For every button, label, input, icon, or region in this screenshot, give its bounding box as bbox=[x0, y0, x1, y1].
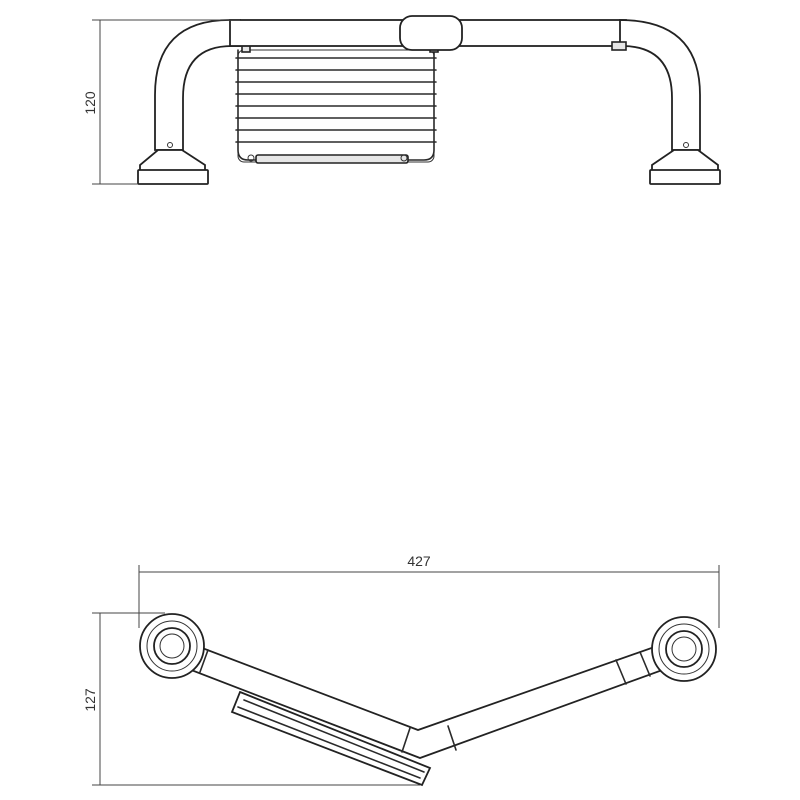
height-dimension-label: 120 bbox=[82, 91, 98, 115]
top-view: 427 127 bbox=[82, 553, 720, 787]
front-view-basket bbox=[235, 43, 439, 164]
front-view-grab-bar bbox=[137, 15, 721, 185]
basket-wires bbox=[235, 57, 437, 143]
top-view-left-rosette bbox=[139, 613, 205, 679]
dimension-depth: 127 bbox=[82, 612, 420, 786]
dimension-width: 427 bbox=[138, 553, 720, 628]
dimension-height: 120 bbox=[82, 19, 240, 185]
front-view: 120 bbox=[82, 15, 721, 185]
top-view-tray bbox=[230, 690, 432, 787]
width-dimension-label: 427 bbox=[407, 553, 431, 569]
depth-dimension-label: 127 bbox=[82, 688, 98, 712]
top-view-right-rosette bbox=[651, 616, 717, 682]
